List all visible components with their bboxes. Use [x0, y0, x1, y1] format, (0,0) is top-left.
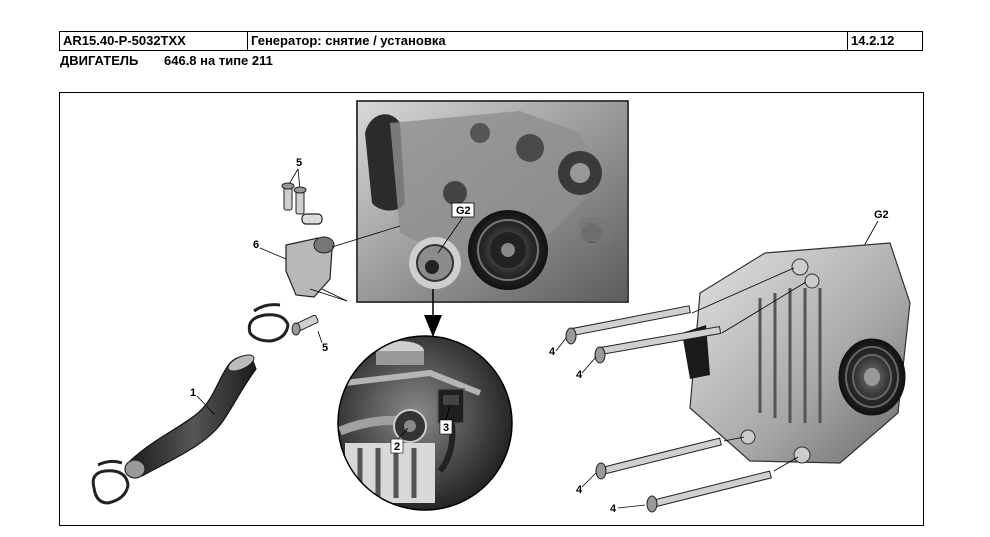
- doc-code: AR15.40-P-5032TXX: [60, 32, 248, 50]
- callout-g2-alternator: G2: [874, 209, 889, 221]
- connector-detail-circle: 2 3: [337, 335, 513, 511]
- callout-6: 6: [253, 239, 259, 251]
- callout-4-a: 4: [549, 346, 556, 358]
- alternator-assembly: G2: [549, 209, 911, 515]
- detail-pointer: [424, 289, 442, 337]
- callout-2: 2: [394, 441, 400, 453]
- doc-title: Генератор: снятие / установка: [248, 32, 848, 50]
- left-parts: 5 6: [91, 157, 401, 505]
- callout-4-d: 4: [610, 503, 617, 515]
- alternator-removal-illustration: G2: [91, 100, 911, 515]
- illustration-frame: G2: [59, 92, 924, 526]
- document-header: AR15.40-P-5032TXX Генератор: снятие / ус…: [59, 31, 923, 51]
- callout-1: 1: [190, 387, 196, 399]
- callout-g2-photo: G2: [456, 205, 471, 217]
- callout-3: 3: [443, 422, 449, 434]
- engine-label: ДВИГАТЕЛЬ: [60, 53, 139, 68]
- doc-date: 14.2.12: [851, 33, 895, 48]
- engine-photo: G2: [356, 100, 629, 303]
- callout-5-top: 5: [296, 157, 302, 169]
- engine-subheader: ДВИГАТЕЛЬ 646.8 на типе 211: [60, 53, 273, 69]
- engine-model: 646.8 на типе 211: [164, 53, 273, 68]
- callout-5-bottom: 5: [322, 342, 328, 354]
- callout-4-c: 4: [576, 484, 583, 496]
- callout-4-b: 4: [576, 369, 583, 381]
